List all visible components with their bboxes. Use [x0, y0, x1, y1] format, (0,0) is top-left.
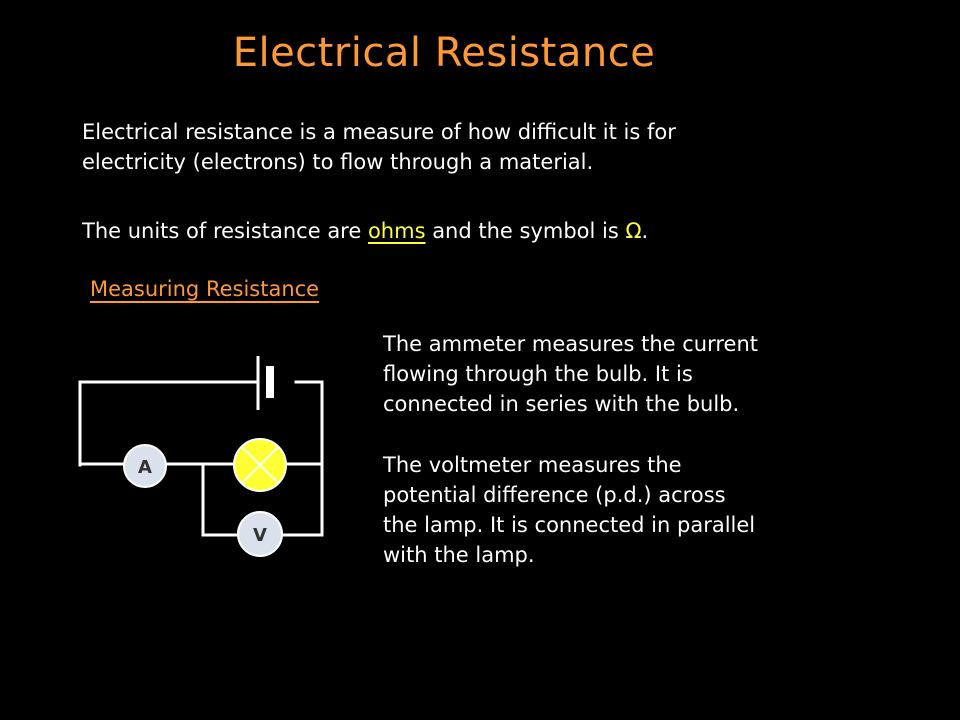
definition-line-2: electricity (electrons) to flow through …	[82, 150, 594, 174]
slide-title: Electrical Resistance	[232, 30, 656, 76]
voltmeter-line-4: with the lamp.	[383, 543, 535, 567]
units-middle: and the symbol is	[425, 219, 626, 243]
voltmeter-line-2: potential difference (p.d.) across	[383, 483, 726, 507]
battery-cell	[256, 356, 274, 410]
units-sentence: The units of resistance are ohms and the…	[82, 216, 648, 246]
ammeter-symbol: A	[123, 444, 167, 488]
voltmeter-line-1: The voltmeter measures the	[383, 453, 682, 477]
wire-top-left	[78, 380, 260, 467]
units-ohms-word: ohms	[367, 219, 426, 243]
ammeter-line-2: flowing through the bulb. It is	[383, 362, 693, 386]
ammeter-line-3: connected in series with the bulb.	[383, 392, 740, 416]
units-suffix: .	[641, 219, 649, 243]
voltmeter-label: V	[253, 525, 267, 546]
units-prefix: The units of resistance are	[82, 219, 368, 243]
omega-symbol: Ω	[625, 219, 642, 243]
measuring-resistance-heading: Measuring Resistance	[90, 277, 320, 301]
wire-parallel-left	[201, 462, 239, 537]
wire-top-right	[286, 380, 324, 466]
ammeter-line-1: The ammeter measures the current	[383, 332, 758, 356]
voltmeter-line-3: the lamp. It is connected in parallel	[383, 513, 756, 537]
definition-paragraph: Electrical resistance is a measure of ho…	[82, 117, 676, 177]
lamp-symbol	[233, 438, 287, 492]
ammeter-label: A	[138, 457, 152, 478]
ammeter-explanation: The ammeter measures the current flowing…	[383, 329, 758, 419]
circuit-diagram: A V	[78, 356, 324, 557]
voltmeter-explanation: The voltmeter measures the potential dif…	[383, 450, 755, 570]
voltmeter-symbol: V	[237, 511, 283, 557]
wire-parallel-right	[281, 462, 324, 537]
definition-line-1: Electrical resistance is a measure of ho…	[82, 120, 676, 144]
